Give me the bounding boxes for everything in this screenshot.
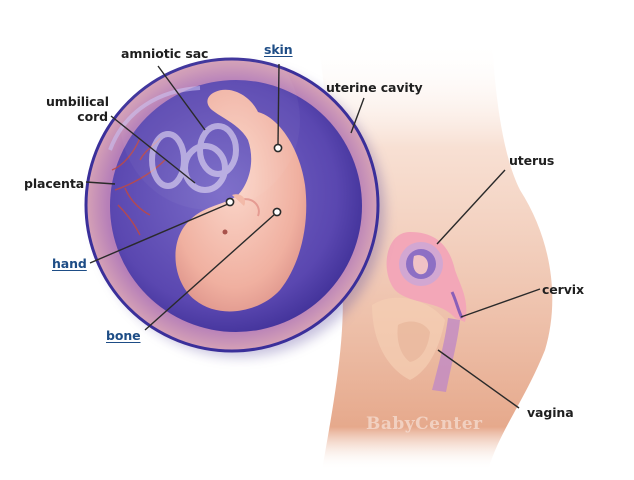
leader-skin xyxy=(277,63,280,146)
skin-marker-dot xyxy=(273,143,283,153)
leader-uterus xyxy=(436,169,506,245)
leader-placenta xyxy=(85,181,116,185)
watermark-logo: BabyCenter xyxy=(366,414,483,434)
leader-umbilical-cord xyxy=(110,115,196,184)
leader-uterine-cavity xyxy=(350,97,365,134)
link-skin[interactable]: skin xyxy=(264,42,293,57)
hand-marker-dot xyxy=(225,197,235,207)
leader-cervix xyxy=(460,288,541,318)
link-bone[interactable]: bone xyxy=(106,328,141,343)
amniotic-sac-inset xyxy=(84,30,380,353)
label-placenta: placenta xyxy=(24,176,85,191)
leader-lines xyxy=(85,63,541,409)
label-amniotic-sac: amniotic sac xyxy=(121,46,209,61)
label-uterine-cavity: uterine cavity xyxy=(326,80,423,95)
label-uterus: uterus xyxy=(509,153,555,168)
label-umbilical-cord: umbilical cord xyxy=(46,94,109,124)
label-umbilical-cord-line2: cord xyxy=(77,109,108,124)
link-hand[interactable]: hand xyxy=(52,256,87,271)
leader-hand xyxy=(89,203,229,264)
embryo xyxy=(175,89,307,312)
leader-bone xyxy=(144,213,276,331)
bone-marker-dot xyxy=(272,207,282,217)
leader-amniotic-sac xyxy=(157,65,206,131)
leader-vagina xyxy=(437,349,520,409)
label-vagina: vagina xyxy=(527,405,574,420)
label-umbilical-cord-line1: umbilical xyxy=(46,94,109,109)
uterus-small xyxy=(386,232,467,322)
label-cervix: cervix xyxy=(542,282,584,297)
